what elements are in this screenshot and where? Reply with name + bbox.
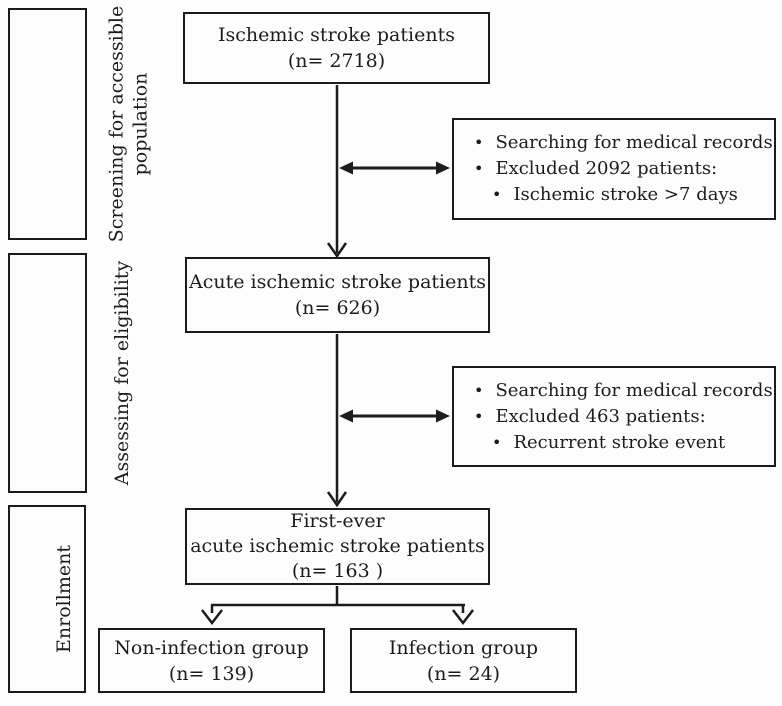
bullet-item: • Searching for medical records [474, 130, 773, 156]
exclusion-box-screening: • Searching for medical records • Exclud… [452, 118, 776, 220]
stage-label-enrollment: Enrollment [52, 545, 76, 653]
node-ischemic-stroke-patients: Ischemic stroke patients (n= 2718) [183, 12, 490, 84]
node-acute-ischemic-stroke-patients: Acute ischemic stroke patients (n= 626) [185, 257, 490, 333]
bullet-icon: • [492, 185, 502, 204]
stage-box-enrollment: Enrollment [8, 505, 86, 693]
bullet-text: Excluded 2092 patients: [495, 158, 718, 179]
bullet-icon: • [492, 432, 502, 452]
bullet-item: • Excluded 463 patients: [474, 404, 768, 430]
exclusion-double-arrow-1 [339, 161, 450, 175]
bullet-icon: • [474, 133, 484, 152]
stage-box-eligibility: Assessing for eligibility [8, 253, 133, 493]
node-count: (n= 626) [294, 297, 381, 319]
branch-connector [201, 586, 474, 626]
bullet-icon: • [474, 159, 484, 178]
node-title: Ischemic stroke patients [218, 24, 455, 46]
node-title: acute ischemic stroke patients [190, 535, 485, 557]
bullet-text: Excluded 463 patients: [495, 405, 706, 427]
stage-box-screening: Screening for accessible population [8, 6, 151, 242]
stage-label-line: population [129, 72, 152, 176]
stage-label-screening: Screening for accessible population [104, 6, 152, 243]
node-title: Non-infection group [114, 636, 309, 659]
bullet-item: • Excluded 2092 patients: [474, 156, 768, 182]
node-count: (n= 163 ) [291, 560, 384, 582]
bullet-item: • Recurrent stroke event [492, 430, 768, 456]
bullet-text: Ischemic stroke >7 days [513, 184, 738, 205]
node-count: (n= 24) [426, 662, 501, 685]
bullet-text: Searching for medical records [495, 379, 773, 401]
bullet-text: Searching for medical records [495, 132, 773, 153]
node-count: (n= 139) [168, 662, 255, 685]
arrow-acute-to-first-ever [326, 334, 348, 508]
node-infection-group: Infection group (n= 24) [350, 628, 577, 693]
bullet-item: • Ischemic stroke >7 days [492, 182, 768, 208]
bullet-text: Recurrent stroke event [513, 431, 726, 453]
stage-label-line: Enrollment [52, 545, 75, 653]
node-title: Infection group [388, 636, 539, 659]
node-non-infection-group: Non-infection group (n= 139) [98, 628, 325, 693]
stage-label-line: Assessing for eligibility [111, 260, 134, 486]
node-first-ever-acute-ischemic-stroke-patients: First-ever acute ischemic stroke patient… [185, 508, 490, 585]
bullet-icon: • [474, 380, 484, 400]
node-count: (n= 2718) [287, 50, 386, 72]
node-title: First-ever [290, 510, 385, 532]
exclusion-double-arrow-2 [339, 409, 450, 423]
stage-label-line: Screening for accessible [105, 5, 128, 243]
bullet-icon: • [474, 406, 484, 426]
exclusion-box-eligibility: • Searching for medical records • Exclud… [452, 366, 776, 467]
bullet-item: • Searching for medical records [474, 378, 773, 404]
arrow-ischemic-to-acute [326, 85, 348, 259]
stage-label-eligibility: Assessing for eligibility [110, 261, 134, 485]
node-title: Acute ischemic stroke patients [188, 271, 486, 293]
